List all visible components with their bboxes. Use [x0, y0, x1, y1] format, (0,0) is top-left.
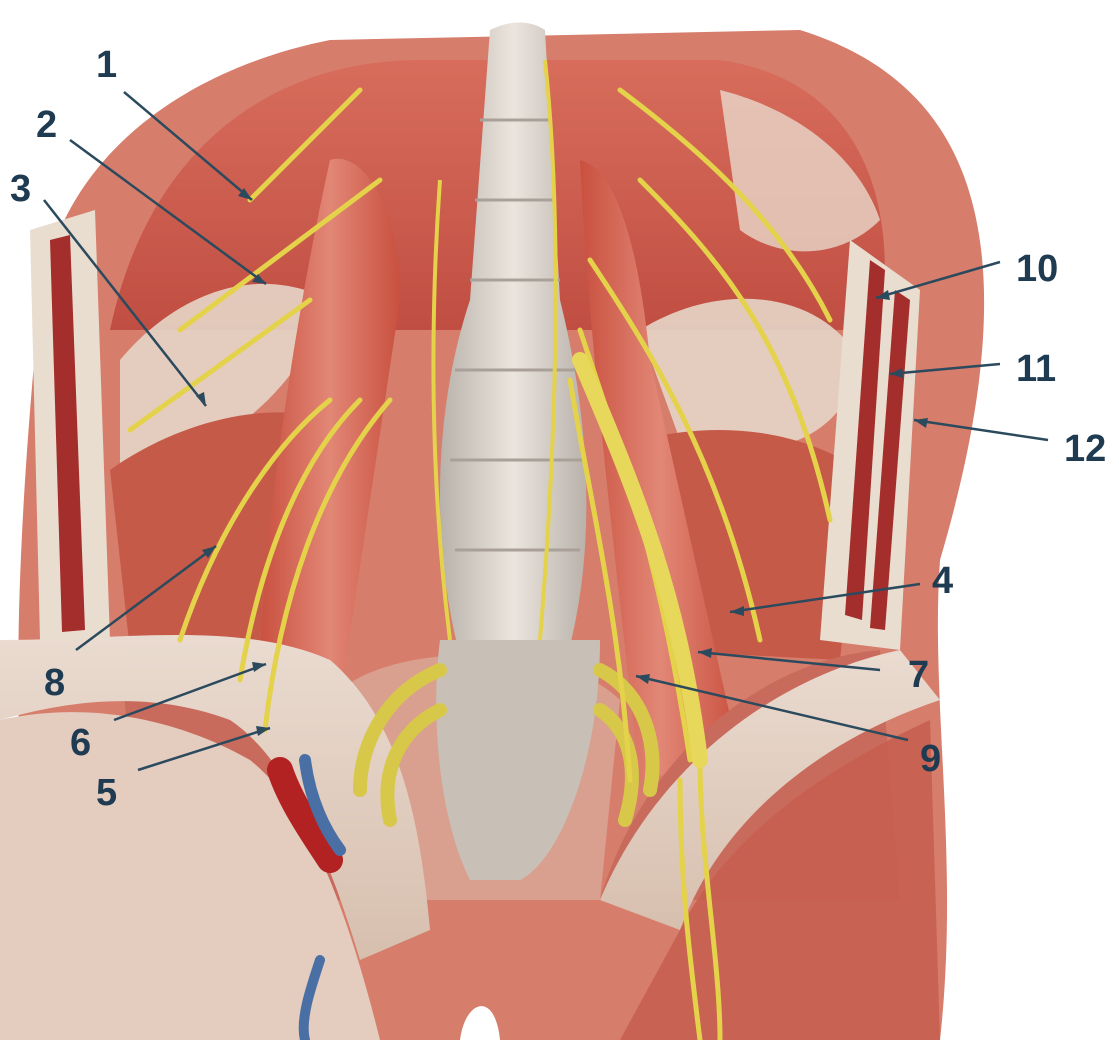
sympathetic-trunk [538, 59, 558, 641]
sympathetic-trunk-left [431, 179, 452, 641]
label-4: 4 [932, 560, 954, 602]
pointer-8 [75, 544, 217, 652]
label-12: 12 [1064, 428, 1107, 470]
external-iliac-vein [299, 754, 346, 856]
pointer-6 [113, 662, 267, 722]
label-10: 10 [1016, 248, 1059, 290]
pointer-9 [635, 674, 909, 742]
pubic-notch [460, 1006, 500, 1040]
label-1: 1 [96, 44, 118, 86]
lateral-wall-right-muscle-1 [845, 260, 885, 620]
label-8: 8 [44, 662, 66, 704]
pointer-lines [43, 91, 1049, 772]
lumbar-plexus-nerves [127, 87, 833, 1040]
external-iliac-artery [267, 757, 343, 873]
label-2: 2 [36, 104, 58, 146]
lower-fascia [0, 712, 380, 1040]
pointer-12 [913, 418, 1049, 442]
pointer-5 [137, 726, 271, 772]
pointer-3 [43, 199, 207, 407]
sacrum [436, 640, 600, 880]
vertebra-lines [450, 118, 585, 552]
pointer-2 [69, 138, 267, 286]
lower-vein [298, 955, 325, 1040]
inguinal-fascia [0, 635, 430, 960]
inguinal-fascia-right [600, 650, 940, 930]
label-6: 6 [70, 722, 92, 764]
central-tendon-left [120, 283, 330, 470]
label-11: 11 [1016, 348, 1057, 390]
psoas-left [260, 158, 400, 701]
fascia-upper-right [720, 90, 880, 252]
label-3: 3 [10, 168, 32, 210]
femoral-nerve [572, 352, 708, 768]
pointer-arrowheads [196, 188, 928, 736]
pointer-11 [889, 362, 1001, 376]
pointer-7 [697, 650, 881, 672]
label-9: 9 [920, 738, 942, 780]
pointer-10 [875, 260, 1001, 300]
lower-fascia-right [620, 720, 940, 1040]
central-tendon-right [640, 298, 860, 451]
pointer-1 [123, 91, 253, 201]
lateral-wall-left-muscle [50, 235, 85, 632]
sacral-plexus [353, 663, 660, 827]
psoas-right [580, 160, 740, 780]
pointer-4 [729, 582, 921, 614]
label-5: 5 [96, 772, 118, 814]
label-7: 7 [908, 654, 930, 696]
